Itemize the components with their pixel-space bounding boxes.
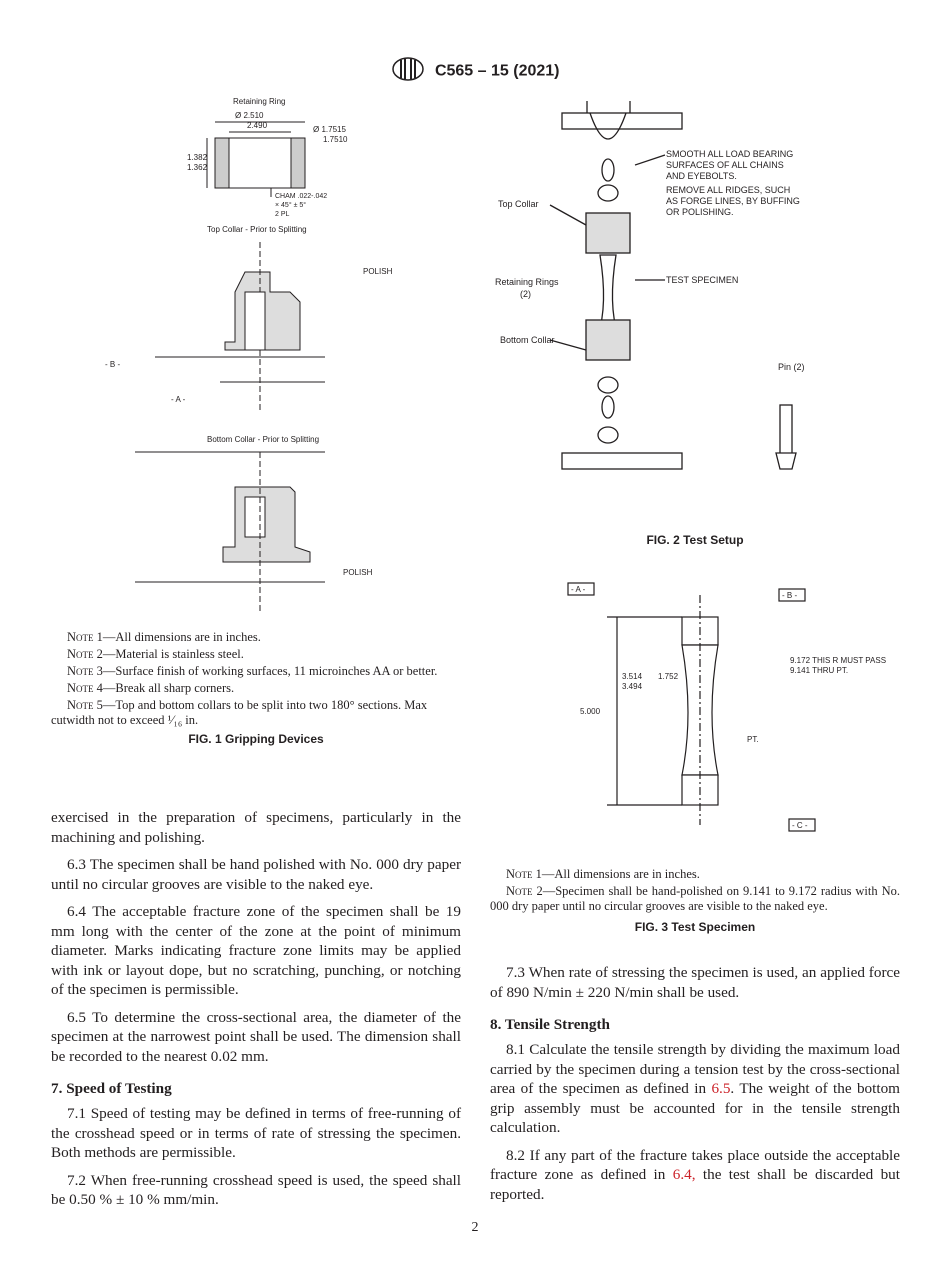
para-8-2: 8.2 If any part of the fracture takes pl… <box>490 1146 900 1203</box>
label-smooth: SMOOTH ALL LOAD BEARING <box>666 149 793 159</box>
label-smooth2: SURFACES OF ALL CHAINS <box>666 160 784 170</box>
label-retaining-ring: Retaining Ring <box>233 97 285 106</box>
label-b-ref: - B - <box>105 360 120 369</box>
fig3-note-1: Note 1—All dimensions are in inches. <box>506 867 700 881</box>
fig2-drawing: SMOOTH ALL LOAD BEARING SURFACES OF ALL … <box>495 101 805 470</box>
label-r1b: 3.494 <box>622 682 643 691</box>
label-radius-note: 9.172 THIS R MUST PASS <box>790 656 886 665</box>
link-6-4[interactable]: 6.4, <box>672 1166 696 1183</box>
para-7-3: 7.3 When rate of stressing the specimen … <box>490 964 900 1001</box>
fig1-notes: Note 1—All dimensions are in inches. Not… <box>51 630 461 746</box>
label-a-ref-spec: - A - <box>571 585 586 594</box>
label-mid: 1.752 <box>658 672 679 681</box>
label-remove: REMOVE ALL RIDGES, SUCH <box>666 185 790 195</box>
right-column: 7.3 When rate of stressing the specimen … <box>490 963 900 1212</box>
heading-section-7: 7. Speed of Testing <box>51 1080 172 1097</box>
label-len: 5.000 <box>580 707 601 716</box>
fig1-drawing: Retaining Ring Ø 2.510 2.490 Ø 1.7515 1.… <box>105 97 393 612</box>
fig1-note-2: Note 2—Material is stainless steel. <box>67 647 244 661</box>
label-d1: Ø 2.510 <box>235 111 264 120</box>
fig3-drawing: - A - - B - - C - 9.172 THIS R MUST PASS… <box>567 582 886 832</box>
designation: C565 – 15 (2021) <box>434 62 560 80</box>
fig1-note-5: Note 5—Top and bottom collars to be spli… <box>51 698 428 727</box>
label-top-collar: Top Collar - Prior to Splitting <box>207 225 307 234</box>
label-h1b: 1.362 <box>187 163 208 172</box>
label-polish-bottom: POLISH <box>343 568 373 577</box>
astm-logo <box>391 57 425 86</box>
label-polish-top: POLISH <box>363 267 393 276</box>
heading-section-8: 8. Tensile Strength <box>490 1016 610 1033</box>
label-c-ref-spec: - C - <box>792 821 808 830</box>
label-b-ref-spec: - B - <box>782 591 797 600</box>
label-cham: CHAM .022-.042 <box>275 193 327 200</box>
label-pt: PT. <box>747 735 759 744</box>
label-bottom-collar-setup: Bottom Collar <box>500 335 555 345</box>
label-remove2: AS FORGE LINES, BY BUFFING <box>666 196 800 206</box>
label-top-collar-setup: Top Collar <box>498 199 539 209</box>
label-smooth3: AND EYEBOLTS. <box>666 171 737 181</box>
page-header: C565 – 15 (2021) <box>0 57 950 86</box>
label-r1: 3.514 <box>622 672 643 681</box>
label-d1b: 2.490 <box>247 121 268 130</box>
fig3-note-2: Note 2—Specimen shall be hand-polished o… <box>490 884 900 913</box>
fig1-note-3: Note 3—Surface finish of working surface… <box>67 664 438 678</box>
label-a-ref: - A - <box>171 395 186 404</box>
fig2-caption: FIG. 2 Test Setup <box>646 533 744 547</box>
link-6-5[interactable]: 6.5 <box>711 1080 731 1097</box>
fig3-notes: Note 1—All dimensions are in inches. Not… <box>490 867 900 934</box>
para-6-5: 6.5 To determine the cross-sectional are… <box>51 1008 461 1065</box>
label-cham2: × 45° ± 5° <box>275 201 306 209</box>
para-cont: exercised in the preparation of specimen… <box>51 809 461 846</box>
para-7-1: 7.1 Speed of testing may be defined in t… <box>51 1105 461 1161</box>
label-retaining: Retaining Rings <box>495 277 559 287</box>
fig1-caption: FIG. 1 Gripping Devices <box>188 732 324 746</box>
fig1-note-4: Note 4—Break all sharp corners. <box>67 681 235 695</box>
para-7-2: 7.2 When free-running crosshead speed is… <box>51 1171 461 1209</box>
label-d2: Ø 1.7515 <box>313 125 346 134</box>
para-8-1: 8.1 Calculate the tensile strength by di… <box>490 1041 900 1136</box>
label-h1: 1.382 <box>187 153 208 162</box>
page-number: 2 <box>471 1220 479 1235</box>
fig3-caption: FIG. 3 Test Specimen <box>634 920 756 934</box>
para-6-4: 6.4 The acceptable fracture zone of the … <box>51 903 461 998</box>
label-remove3: OR POLISHING. <box>666 207 734 217</box>
left-column: exercised in the preparation of specimen… <box>51 808 461 1218</box>
label-bottom-collar: Bottom Collar - Prior to Splitting <box>207 435 319 444</box>
fig1-note-1: Note 1—All dimensions are in inches. <box>67 630 261 644</box>
label-specimen: TEST SPECIMEN <box>666 275 738 285</box>
label-retaining2: (2) <box>520 289 531 299</box>
label-d2b: 1.7510 <box>323 135 348 144</box>
label-cham3: 2 PL <box>275 211 290 218</box>
para-6-3: 6.3 The specimen shall be hand polished … <box>51 856 461 893</box>
label-pin: Pin (2) <box>778 362 805 372</box>
label-radius-note2: 9.141 THRU PT. <box>790 666 848 675</box>
